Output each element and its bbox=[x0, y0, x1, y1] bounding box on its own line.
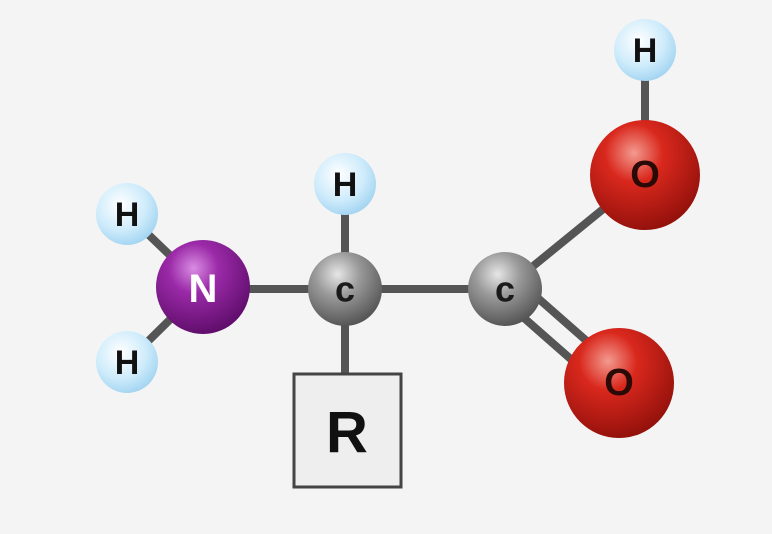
hydrogen-label: H bbox=[115, 196, 140, 234]
carbon-label: c bbox=[335, 269, 355, 310]
nitrogen-label: N bbox=[189, 267, 218, 311]
carbonyl-oxygen-atom: O bbox=[564, 328, 674, 438]
hydrogen-label: H bbox=[633, 32, 658, 70]
oxygen-label: O bbox=[630, 154, 660, 196]
oxygen-label: O bbox=[604, 362, 634, 404]
nitrogen-atom: N bbox=[156, 240, 250, 334]
side-chain-box: R bbox=[292, 372, 403, 489]
side-chain-label: R bbox=[326, 401, 368, 466]
alpha-carbon-atom: c bbox=[308, 252, 382, 326]
hydrogen-label: H bbox=[333, 166, 358, 204]
hydrogen-label: H bbox=[115, 344, 140, 382]
carbon-label: c bbox=[495, 269, 515, 310]
hydrogen-atom-alpha: H bbox=[314, 153, 376, 215]
carboxyl-carbon-atom: c bbox=[468, 252, 542, 326]
hydrogen-atom-hydroxyl: H bbox=[614, 19, 676, 81]
hydroxyl-oxygen-atom: O bbox=[590, 120, 700, 230]
hydrogen-atom-amine-bottom: H bbox=[96, 331, 158, 393]
bonds bbox=[123, 46, 649, 394]
hydrogen-atom-amine-top: H bbox=[96, 183, 158, 245]
